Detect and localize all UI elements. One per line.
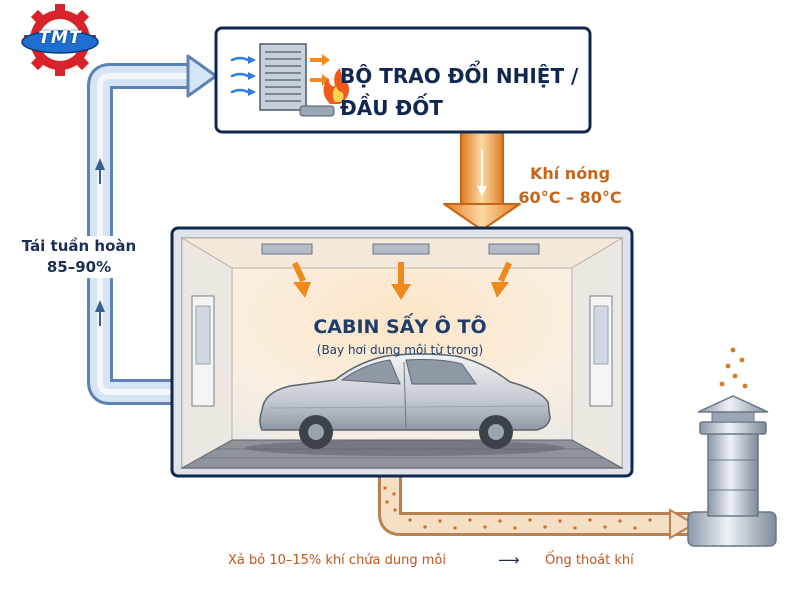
recirculation-label-line1: Tái tuần hoàn bbox=[21, 237, 137, 255]
gear-logo-icon bbox=[21, 4, 99, 76]
chimney-icon bbox=[687, 347, 777, 547]
logo-text: TMT bbox=[38, 28, 82, 48]
exhaust-duct bbox=[378, 476, 696, 540]
exhaust-label: Xả bỏ 10–15% khí chứa dung môi bbox=[228, 553, 446, 568]
hot-air-temperature: 60°C – 80°C bbox=[518, 188, 622, 207]
flame-icon bbox=[323, 68, 349, 104]
heat-exchanger-title-line1: BỘ TRAO ĐỔI NHIỆT / bbox=[340, 64, 579, 88]
hot-air-label-line1: Khí nóng bbox=[529, 164, 611, 183]
hot-air-label: Khí nóng 60°C – 80°C bbox=[505, 162, 635, 210]
heat-exchanger-icon bbox=[230, 43, 335, 117]
air-flow-arrow-icon bbox=[95, 158, 105, 326]
cabin-title: CABIN SẤY Ô TÔ bbox=[313, 316, 487, 338]
recirculation-label: Tái tuần hoàn 85–90% bbox=[14, 236, 144, 278]
recirculation-pipe bbox=[87, 54, 218, 405]
cabin-subtitle: (Bay hơi dung môi từ trong) bbox=[316, 343, 484, 357]
recirculation-percent: 85–90% bbox=[46, 258, 112, 276]
exhaust-stack-label: Ống thoát khí bbox=[545, 553, 634, 568]
car-icon bbox=[245, 353, 565, 456]
heat-exchanger-title: BỘ TRAO ĐỔI NHIỆT / ĐẦU ĐỐT bbox=[340, 60, 580, 124]
heat-exchanger-title-line2: ĐẦU ĐỐT bbox=[340, 96, 443, 120]
hot-air-duct bbox=[443, 130, 521, 231]
exhaust-arrow-icon: ⟶ bbox=[498, 551, 520, 569]
